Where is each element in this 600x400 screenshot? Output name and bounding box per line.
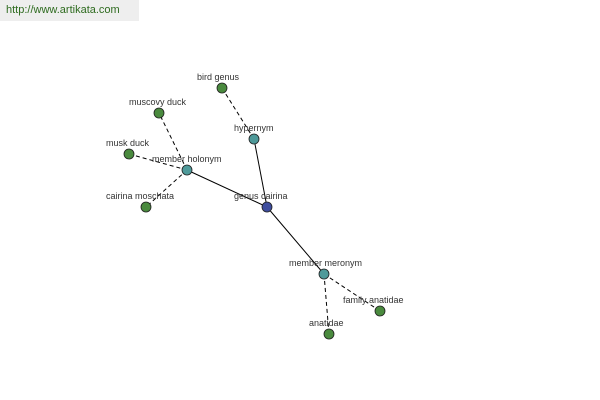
edge-member-meronym-to-anatidae xyxy=(323,273,330,335)
edge-genus-cairina-to-hypernym xyxy=(253,138,268,208)
node-label-hypernym[interactable]: hypernym xyxy=(234,123,274,133)
labels-layer: genus cairina hypernym member holonym membe… xyxy=(106,72,404,328)
node-hypernym[interactable] xyxy=(248,133,260,145)
url-banner: http://www.artikata.com xyxy=(0,0,139,21)
edge-member-holonym-to-musk-duck xyxy=(128,153,188,171)
node-label-muscovy-duck[interactable]: muscovy duck xyxy=(129,97,187,107)
node-label-bird-genus[interactable]: bird genus xyxy=(197,72,240,82)
node-member-meronym[interactable] xyxy=(318,268,330,280)
node-bird-genus[interactable] xyxy=(216,82,228,94)
node-label-musk-duck[interactable]: musk duck xyxy=(106,138,150,148)
nodes-layer xyxy=(123,82,386,340)
node-genus-cairina[interactable] xyxy=(261,201,273,213)
node-label-genus-cairina[interactable]: genus cairina xyxy=(234,191,288,201)
site-url-link[interactable]: http://www.artikata.com xyxy=(6,4,120,16)
edge-member-holonym-to-cairina-moschata xyxy=(145,169,188,208)
edge-hypernym-to-bird-genus xyxy=(221,87,255,140)
edge-genus-cairina-to-member-meronym xyxy=(266,206,325,275)
node-muscovy-duck[interactable] xyxy=(153,107,165,119)
node-label-member-holonym[interactable]: member holonym xyxy=(152,154,222,164)
node-musk-duck[interactable] xyxy=(123,148,135,160)
node-family-anatidae[interactable] xyxy=(374,305,386,317)
edges-layer xyxy=(128,87,381,335)
edge-member-holonym-to-muscovy-duck xyxy=(158,112,188,171)
edge-member-meronym-to-family-anatidae xyxy=(323,273,381,312)
edge-genus-cairina-to-member-holonym xyxy=(186,169,268,208)
node-member-holonym[interactable] xyxy=(181,164,193,176)
node-label-anatidae[interactable]: anatidae xyxy=(309,318,344,328)
node-cairina-moschata[interactable] xyxy=(140,201,152,213)
node-label-family-anatidae[interactable]: family anatidae xyxy=(343,295,404,305)
node-label-member-meronym[interactable]: member meronym xyxy=(289,258,362,268)
node-anatidae[interactable] xyxy=(323,328,335,340)
node-label-cairina-moschata[interactable]: cairina moschata xyxy=(106,191,174,201)
